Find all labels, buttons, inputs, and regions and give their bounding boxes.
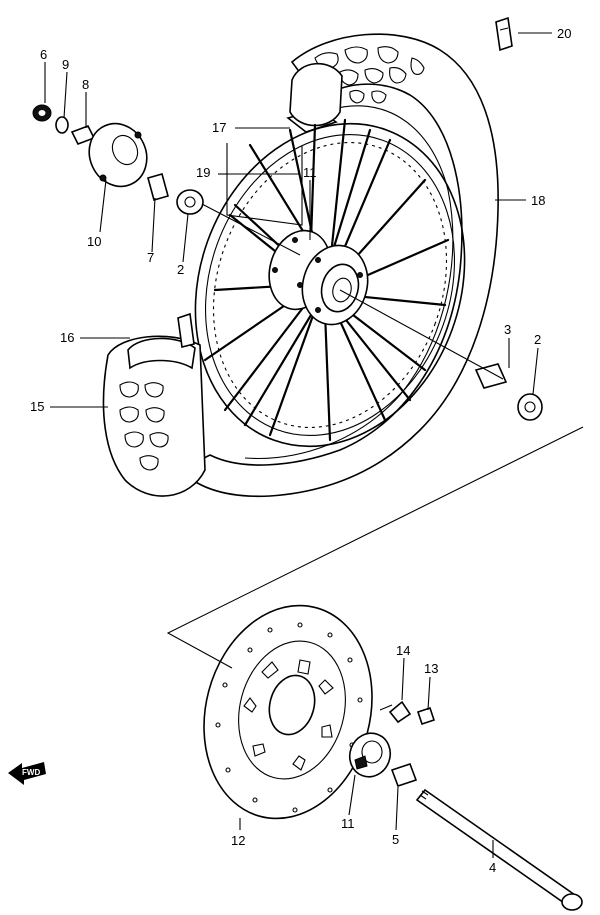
wheel-rim — [194, 122, 466, 448]
speedometer-gearbox — [348, 732, 392, 778]
disc-holes — [215, 622, 363, 813]
part-label-17: 17 — [212, 120, 226, 135]
part-label-11-upper: 11 — [303, 165, 317, 180]
part-label-15: 15 — [30, 399, 44, 414]
front-axle — [415, 788, 583, 911]
valve-part-20 — [495, 16, 513, 52]
brake-disc — [203, 604, 373, 820]
part-label-18: 18 — [531, 193, 545, 208]
part-label-2-left: 2 — [177, 262, 184, 277]
bolt-part-13 — [416, 706, 436, 726]
part-label-13: 13 — [424, 661, 438, 676]
part-label-19: 19 — [196, 165, 210, 180]
front-tire-lower — [102, 312, 206, 497]
fwd-arrow-icon: FWD — [8, 762, 46, 785]
valve-cap-part-17 — [286, 62, 343, 133]
part-label-7: 7 — [147, 250, 154, 265]
part-label-16: 16 — [60, 330, 74, 345]
disc-cutouts — [243, 659, 334, 771]
part-label-11-lower: 11 — [341, 816, 355, 831]
part-label-14: 14 — [396, 643, 410, 658]
part-label-9: 9 — [62, 57, 69, 72]
part-label-5: 5 — [392, 832, 399, 847]
lower-tire-tread — [119, 381, 169, 471]
part-label-3: 3 — [504, 322, 511, 337]
part-label-8: 8 — [82, 77, 89, 92]
part-label-20: 20 — [557, 26, 571, 41]
retainer-part-14 — [388, 700, 412, 724]
part-label-12: 12 — [231, 833, 245, 848]
assembly-lines — [166, 143, 584, 711]
left-hub-parts — [32, 104, 204, 215]
part-label-10: 10 — [87, 234, 101, 249]
collar-part-5 — [390, 762, 418, 788]
part-label-4: 4 — [489, 860, 496, 875]
wheel-hub — [268, 229, 369, 326]
fwd-label: FWD — [22, 768, 40, 777]
part-label-6: 6 — [40, 47, 47, 62]
leader-lines — [44, 32, 552, 858]
part-label-2-right: 2 — [534, 332, 541, 347]
right-hub-parts — [474, 363, 543, 421]
part-labels: 6 9 8 10 7 2 17 19 11 18 16 15 3 2 20 14… — [30, 26, 571, 875]
